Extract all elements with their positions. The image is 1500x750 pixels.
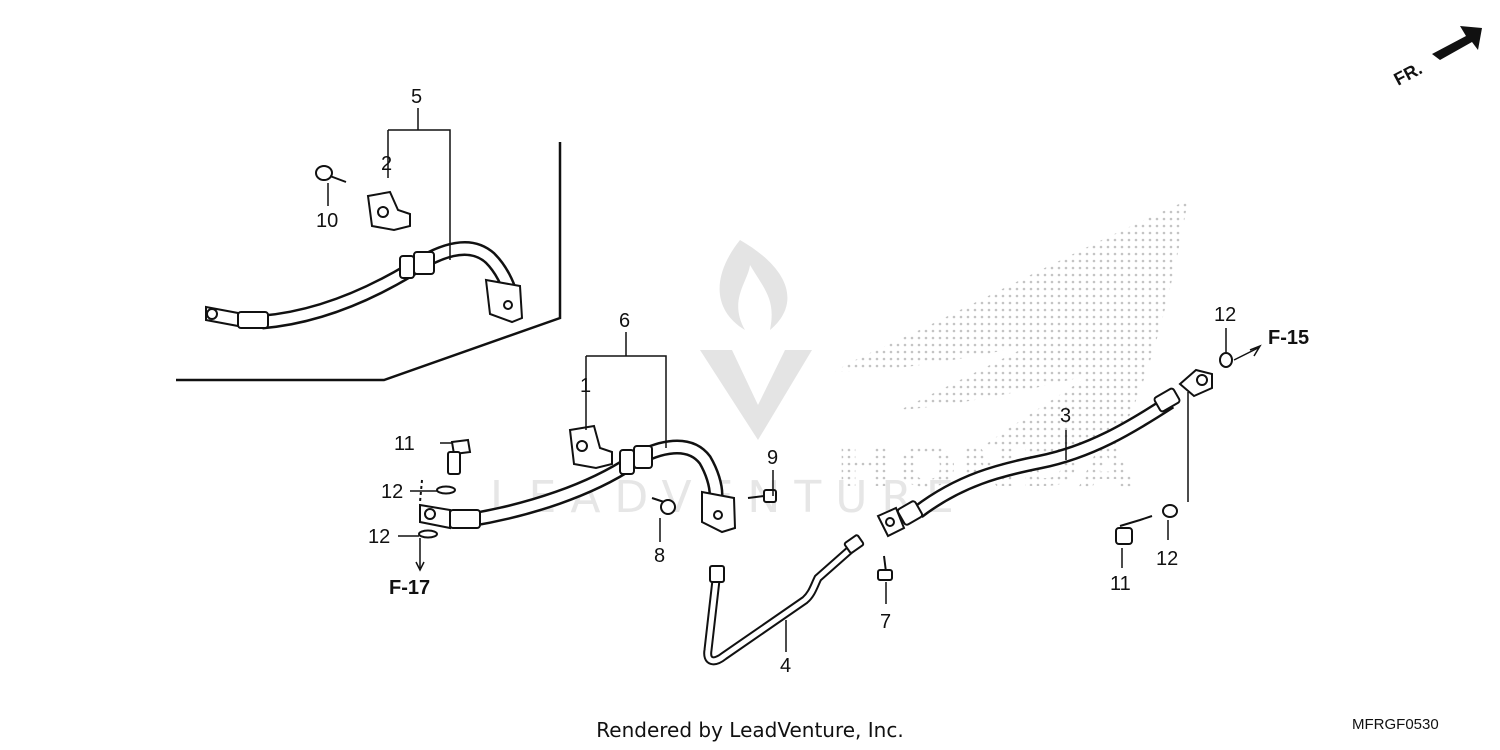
callout-2: 2 — [381, 153, 392, 175]
callout-1: 1 — [580, 375, 591, 397]
banjo-bolt-stack — [418, 438, 472, 539]
callout-12-right-lower: 12 — [1156, 548, 1178, 570]
callout-12-right-upper: 12 — [1214, 304, 1236, 326]
front-direction-label: FR. — [1390, 58, 1425, 89]
bolts-8-9 — [651, 489, 777, 515]
front-direction-arrow: FR. — [1390, 26, 1482, 90]
leadventure-logo-watermark: LEADVENTURE — [490, 240, 954, 523]
honda-wing-watermark: HONDA — [835, 200, 1188, 499]
callout-12-left-lower: 12 — [368, 526, 390, 548]
brake-pipe-4 — [703, 534, 865, 666]
leader-lines — [327, 108, 1262, 652]
callout-6: 6 — [619, 310, 630, 332]
diagram-code: MFRGF0530 — [1352, 716, 1439, 733]
bolt-7 — [877, 555, 893, 581]
hose-assembly-5 — [205, 165, 524, 330]
callout-11-left: 11 — [394, 433, 415, 455]
callout-7: 7 — [880, 611, 891, 633]
callout-3: 3 — [1060, 405, 1071, 427]
ref-f15: F-15 — [1268, 327, 1309, 349]
render-credit: Rendered by LeadVenture, Inc. — [596, 718, 904, 742]
callout-5: 5 — [411, 86, 422, 108]
callout-11-right: 11 — [1110, 573, 1131, 595]
callout-8: 8 — [654, 545, 665, 567]
inset-frame — [176, 142, 562, 382]
callout-12-left-upper: 12 — [381, 481, 403, 503]
callout-4: 4 — [780, 655, 791, 677]
hose-assembly-6 — [419, 424, 737, 534]
hose-3 — [876, 352, 1233, 545]
callout-9: 9 — [767, 447, 778, 469]
ref-f17: F-17 — [389, 577, 430, 599]
callout-10: 10 — [316, 210, 338, 232]
